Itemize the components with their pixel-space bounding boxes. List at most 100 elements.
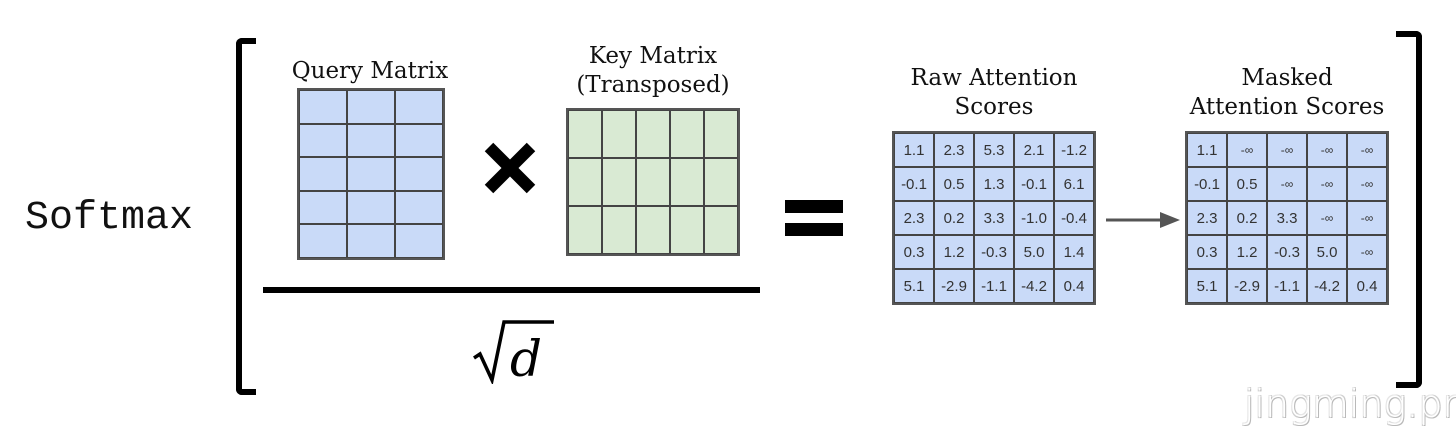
raw-score-cell: 5.3: [974, 133, 1014, 167]
raw-scores-title-line2: Scores: [954, 94, 1034, 120]
query-matrix-cell: [299, 123, 347, 158]
key-matrix-title: Key Matrix (Transposed): [548, 42, 758, 100]
query-matrix-cell: [395, 190, 443, 225]
query-matrix-cell: [299, 157, 347, 191]
key-matrix-cell: [704, 110, 738, 158]
key-matrix-cell: [602, 158, 636, 206]
variable-d: d: [510, 330, 542, 384]
masked-score-cell: -∞: [1227, 133, 1267, 167]
masked-score-cell: -∞: [1347, 201, 1387, 235]
raw-score-cell: 1.3: [974, 167, 1014, 201]
masked-score-cell: 5.0: [1307, 235, 1347, 269]
arrow-right-icon: [1106, 212, 1180, 228]
raw-score-cell: -1.1: [974, 269, 1014, 303]
key-matrix-cell: [704, 206, 738, 254]
query-matrix-title: Query Matrix: [291, 58, 449, 84]
raw-score-cell: 0.2: [934, 201, 974, 235]
raw-score-cell: -1.2: [1054, 133, 1094, 167]
masked-score-cell: -4.2: [1307, 269, 1347, 303]
query-matrix-cell: [299, 90, 347, 124]
query-matrix-cell: [395, 224, 443, 258]
key-matrix-cell: [602, 110, 636, 158]
key-matrix-cell: [670, 158, 704, 206]
key-matrix-cell: [568, 110, 602, 158]
key-matrix-cell: [636, 110, 670, 158]
raw-score-cell: 3.3: [974, 201, 1014, 235]
masked-score-cell: -0.1: [1187, 167, 1227, 201]
query-matrix-cell: [299, 224, 347, 258]
key-matrix-cell: [568, 158, 602, 206]
raw-score-cell: -1.0: [1014, 201, 1054, 235]
raw-score-cell: -0.3: [974, 235, 1014, 269]
key-matrix-cell: [670, 206, 704, 254]
masked-score-cell: -∞: [1347, 133, 1387, 167]
masked-score-cell: -2.9: [1227, 269, 1267, 303]
multiply-icon: [484, 142, 536, 194]
key-matrix-title-line2: (Transposed): [576, 72, 730, 98]
watermark: jingming.pro: [1244, 382, 1456, 426]
masked-score-cell: 3.3: [1267, 201, 1307, 235]
fraction-bar: [263, 287, 760, 293]
query-matrix-cell: [347, 190, 395, 225]
raw-score-cell: 2.3: [934, 133, 974, 167]
query-matrix-cell: [347, 157, 395, 191]
masked-score-cell: -∞: [1267, 167, 1307, 201]
masked-score-cell: 0.4: [1347, 269, 1387, 303]
raw-score-cell: -0.4: [1054, 201, 1094, 235]
masked-scores-title-line2: Attention Scores: [1189, 94, 1385, 120]
query-matrix-cell: [395, 123, 443, 158]
masked-score-cell: 1.2: [1227, 235, 1267, 269]
raw-score-cell: 0.4: [1054, 269, 1094, 303]
query-matrix-cell: [299, 190, 347, 225]
raw-score-cell: -4.2: [1014, 269, 1054, 303]
key-matrix-cell: [670, 110, 704, 158]
raw-score-cell: 6.1: [1054, 167, 1094, 201]
masked-score-cell: 5.1: [1187, 269, 1227, 303]
key-matrix: [566, 108, 740, 256]
radical-sign-icon: [473, 320, 554, 384]
query-matrix-cell: [347, 123, 395, 158]
key-matrix-cell: [636, 158, 670, 206]
masked-score-cell: -∞: [1307, 133, 1347, 167]
key-matrix-title-line1: Key Matrix: [588, 43, 718, 69]
query-matrix-cell: [395, 157, 443, 191]
key-matrix-cell: [602, 206, 636, 254]
masked-score-cell: -∞: [1307, 201, 1347, 235]
query-matrix-cell: [347, 90, 395, 124]
right-bracket: [1396, 31, 1422, 388]
masked-scores-title-line1: Masked: [1241, 65, 1333, 91]
raw-score-cell: 1.4: [1054, 235, 1094, 269]
raw-score-cell: -0.1: [1014, 167, 1054, 201]
raw-score-cell: 1.1: [894, 133, 934, 167]
raw-score-cell: 2.3: [894, 201, 934, 235]
masked-score-cell: 0.5: [1227, 167, 1267, 201]
raw-score-cell: 5.1: [894, 269, 934, 303]
masked-score-cell: -∞: [1347, 235, 1387, 269]
raw-score-cell: -2.9: [934, 269, 974, 303]
sqrt-d-formula: d: [473, 320, 554, 384]
raw-scores-title-line1: Raw Attention: [910, 65, 1078, 91]
masked-score-cell: 2.3: [1187, 201, 1227, 235]
masked-score-cell: -∞: [1307, 167, 1347, 201]
raw-score-cell: 5.0: [1014, 235, 1054, 269]
key-matrix-cell: [704, 158, 738, 206]
raw-scores-title: Raw Attention Scores: [880, 64, 1108, 122]
left-bracket: [236, 38, 256, 395]
query-matrix-cell: [347, 224, 395, 258]
query-matrix-cell: [395, 90, 443, 124]
raw-score-cell: -0.1: [894, 167, 934, 201]
key-matrix-cell: [568, 206, 602, 254]
masked-score-cell: -0.3: [1267, 235, 1307, 269]
key-matrix-cell: [636, 206, 670, 254]
raw-score-cell: 0.5: [934, 167, 974, 201]
masked-score-cell: -∞: [1347, 167, 1387, 201]
masked-score-cell: 0.3: [1187, 235, 1227, 269]
raw-score-cell: 1.2: [934, 235, 974, 269]
masked-score-cell: -∞: [1267, 133, 1307, 167]
masked-scores-title: Masked Attention Scores: [1168, 64, 1406, 122]
masked-score-cell: 1.1: [1187, 133, 1227, 167]
raw-score-cell: 2.1: [1014, 133, 1054, 167]
query-matrix: [297, 88, 445, 260]
